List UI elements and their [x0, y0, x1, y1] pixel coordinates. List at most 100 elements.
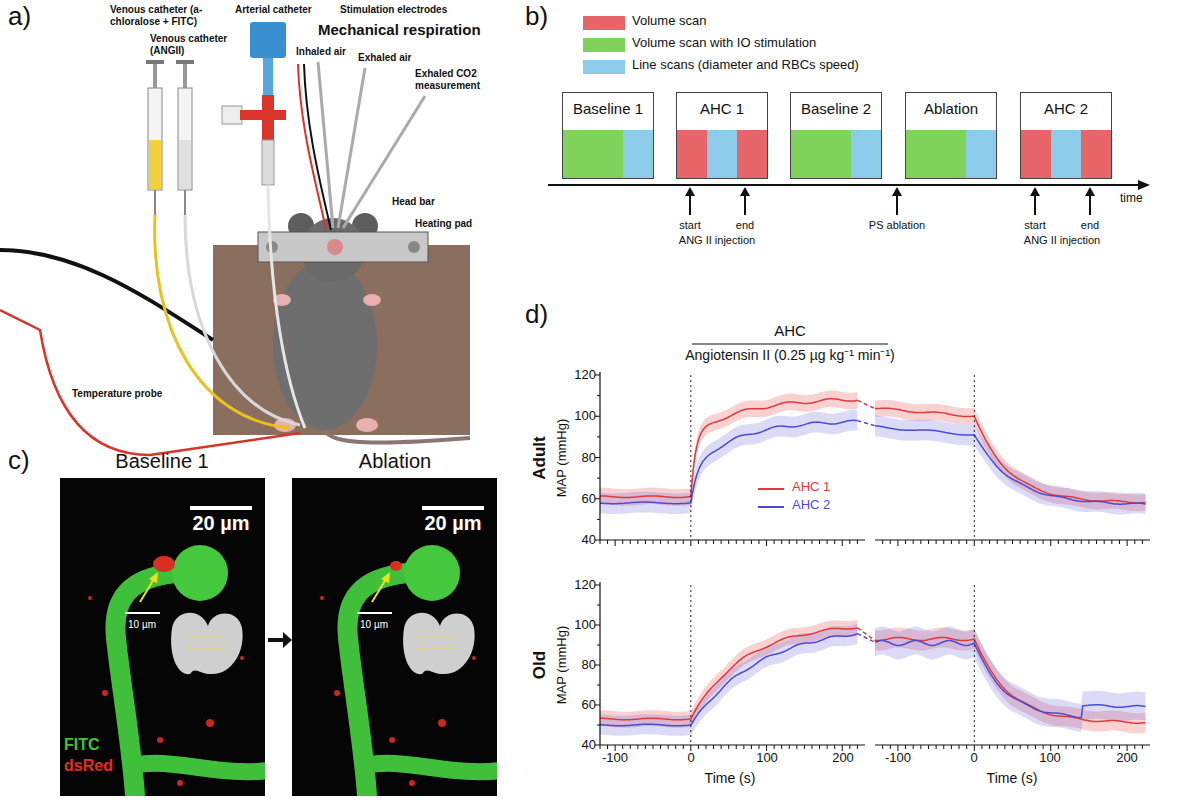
axis-tick [1058, 540, 1059, 544]
axis-tick [966, 540, 967, 544]
axis-tick [1066, 745, 1067, 749]
box-title: Ablation [906, 93, 996, 117]
scan-bar [623, 130, 653, 178]
axis-tick [943, 745, 944, 749]
event-label: ANG II injection [1024, 234, 1100, 247]
axis-tick [936, 540, 937, 544]
axis-tick [597, 436, 600, 437]
axis-tick [600, 540, 601, 544]
axis-line [600, 744, 865, 745]
arrow-head [685, 187, 1095, 196]
axis-tick [827, 745, 828, 749]
data-line [600, 399, 857, 498]
axis-tick [683, 745, 684, 749]
axis-tick [675, 540, 676, 544]
axis-line [599, 372, 600, 540]
scan-bar [821, 130, 851, 178]
data-line [600, 420, 857, 503]
tick-label: 0 [687, 751, 694, 766]
tube [268, 185, 305, 428]
axis-tick [842, 540, 843, 546]
row-label: Old [530, 651, 550, 679]
legend-swatch [583, 38, 625, 52]
error-band [600, 624, 857, 736]
axis-tick [989, 745, 990, 749]
micrograph [292, 478, 497, 796]
axis-tick [774, 540, 775, 544]
axis-tick [766, 540, 767, 546]
timeline-box: AHC 1 [676, 92, 768, 179]
box-title: Baseline 2 [791, 93, 881, 117]
arterial-catheter [222, 22, 286, 185]
chart-subtitle: Angiotensin II (0.25 µg kg⁻¹ min⁻¹) [685, 347, 895, 363]
axis-tick [928, 745, 929, 749]
legend-text: Volume scan with IO stimulation [632, 36, 816, 51]
error-band [600, 410, 857, 514]
axis-tick [1012, 540, 1013, 544]
chart-title: AHC [774, 322, 806, 339]
axis-tick [890, 745, 891, 749]
panel-letter: b) [525, 2, 548, 32]
axis-tick [1088, 540, 1089, 544]
break-line [857, 400, 875, 408]
tube [185, 215, 300, 425]
axis-tick [834, 745, 835, 749]
timeline-box: Ablation [905, 92, 997, 179]
image-title: Ablation [359, 450, 431, 473]
scan-bar [677, 130, 707, 178]
axis-tick [905, 745, 906, 749]
axis-tick [1111, 540, 1112, 544]
tick-label: 100 [1039, 751, 1061, 766]
data-line [875, 641, 1146, 718]
legend-text: Line scans (diameter and RBCs speed) [632, 58, 859, 73]
axis-tick [637, 745, 638, 749]
syringe [146, 60, 194, 215]
axis-tick [928, 540, 929, 544]
axis-tick [660, 745, 661, 749]
axis-tick [951, 540, 952, 544]
zero-line [974, 585, 975, 745]
tick-label: 200 [832, 751, 854, 766]
axis-tick [796, 540, 797, 544]
axis-tick [597, 725, 600, 726]
axis-line [600, 539, 865, 540]
annotation: Venous catheter (a-chloralose + FITC) [110, 4, 238, 27]
axis-tick [834, 540, 835, 544]
axis-tick [668, 745, 669, 749]
axis-tick [713, 540, 714, 544]
arrow [268, 638, 284, 642]
axis-tick [997, 540, 998, 544]
axis-tick [857, 745, 858, 749]
axis-tick [913, 745, 914, 749]
axis-tick [645, 745, 646, 749]
scan-bar [791, 130, 821, 178]
image-title: Baseline 1 [115, 450, 208, 473]
box-title: AHC 2 [1021, 93, 1111, 117]
panel-letter: c) [8, 446, 30, 476]
axis-tick [1142, 540, 1143, 544]
axis-tick [959, 745, 960, 749]
axis-tick [607, 540, 608, 544]
axis-title: MAP (mmHg) [555, 419, 570, 497]
scan-bar [851, 130, 881, 178]
axis-tick [1004, 540, 1005, 544]
panel-letter: a) [8, 2, 31, 32]
axis-tick [819, 540, 820, 544]
legend-text: Volume scan [632, 14, 706, 29]
scale-label: 20 µm [192, 512, 249, 535]
axis-tick [736, 540, 737, 544]
axis-tick [811, 745, 812, 749]
axis-tick [675, 745, 676, 749]
zero-line [690, 375, 691, 540]
axis-tick [905, 540, 906, 544]
channel-label: FITC [64, 736, 100, 754]
axis-tick [1050, 540, 1051, 546]
scan-bar [966, 130, 996, 178]
annotation: Inhaled air [296, 46, 346, 58]
axis-tick [751, 540, 752, 544]
axis-tick [1104, 745, 1105, 749]
axis-tick [811, 540, 812, 544]
axis-tick [943, 540, 944, 544]
axis-tick [660, 540, 661, 544]
axis-tick [743, 745, 744, 749]
